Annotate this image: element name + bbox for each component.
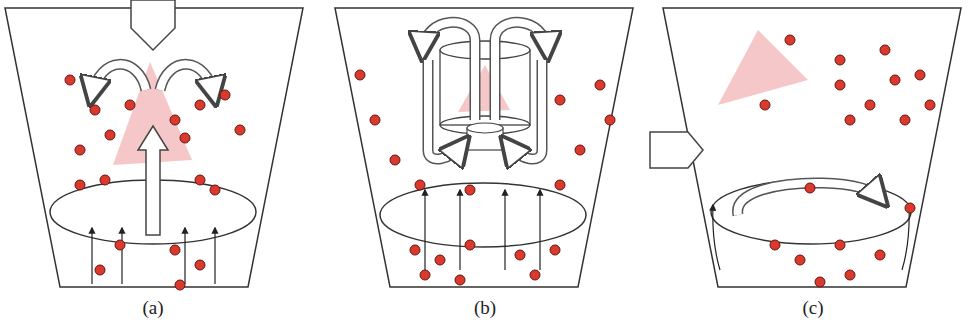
particle (100, 175, 110, 185)
particle (455, 275, 465, 285)
particle (210, 185, 220, 195)
panel-label: (b) (474, 297, 496, 319)
particle (915, 70, 925, 80)
panel-b (335, 8, 633, 287)
particle (415, 180, 425, 190)
panel-label: (a) (142, 297, 163, 319)
particle (115, 240, 125, 250)
particle (605, 115, 615, 125)
panel-a (5, 0, 303, 287)
particle (845, 270, 855, 280)
particle (875, 250, 885, 260)
particle (925, 100, 935, 110)
particle (195, 175, 205, 185)
particle (105, 130, 115, 140)
particle (235, 125, 245, 135)
particle (220, 90, 230, 100)
particle (175, 280, 185, 290)
particle (125, 100, 135, 110)
particle (170, 115, 180, 125)
particle (835, 240, 845, 250)
particle (355, 70, 365, 80)
particle (75, 145, 85, 155)
particle (75, 180, 85, 190)
particle (465, 185, 475, 195)
particle (555, 95, 565, 105)
particle (760, 100, 770, 110)
particle (370, 115, 380, 125)
particles (65, 35, 935, 290)
particle (900, 115, 910, 125)
particle (435, 255, 445, 265)
particle (865, 100, 875, 110)
particle (595, 80, 605, 90)
particle (905, 203, 915, 213)
particle (420, 270, 430, 280)
particle (515, 250, 525, 260)
particle (410, 245, 420, 255)
particle (555, 180, 565, 190)
particle (845, 115, 855, 125)
particle (95, 265, 105, 275)
particle (195, 100, 205, 110)
particle (530, 270, 540, 280)
particle (550, 245, 560, 255)
particle (575, 145, 585, 155)
panel-label: (c) (802, 297, 823, 319)
particle (180, 133, 190, 143)
particle (815, 277, 825, 287)
particle (785, 35, 795, 45)
particle (90, 105, 100, 115)
particle (890, 75, 900, 85)
particle (880, 45, 890, 55)
particle (770, 240, 780, 250)
panel-c (650, 8, 961, 287)
particle (390, 155, 400, 165)
particle (465, 240, 475, 250)
particle (835, 80, 845, 90)
particle (835, 55, 845, 65)
particle (195, 260, 205, 270)
particle (170, 245, 180, 255)
particle (795, 255, 805, 265)
particle (805, 183, 815, 193)
particle (65, 75, 75, 85)
